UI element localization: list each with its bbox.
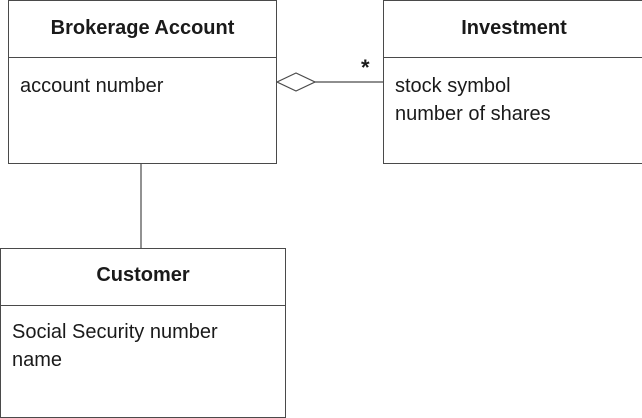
attribute-account-number: account number — [20, 75, 164, 97]
class-name: Brokerage Account — [9, 1, 276, 58]
class-investment[interactable]: Investment stock symbol number of shares — [383, 0, 642, 164]
class-name: Investment — [384, 1, 642, 58]
attribute-number-of-shares: number of shares — [395, 103, 551, 125]
class-customer[interactable]: Customer Social Security number name — [0, 248, 286, 418]
attribute-stock-symbol: stock symbol — [395, 75, 511, 97]
class-attributes: stock symbol number of shares — [384, 58, 642, 128]
aggregation-diamond-icon — [275, 72, 317, 92]
attribute-social-security-number: Social Security number — [12, 321, 218, 343]
class-brokerage-account[interactable]: Brokerage Account account number — [8, 0, 277, 164]
class-attributes: Social Security number name — [1, 306, 285, 374]
class-name: Customer — [1, 249, 285, 306]
attribute-name: name — [12, 349, 63, 371]
multiplicity-label: * — [361, 55, 370, 80]
class-attributes: account number — [9, 58, 276, 100]
